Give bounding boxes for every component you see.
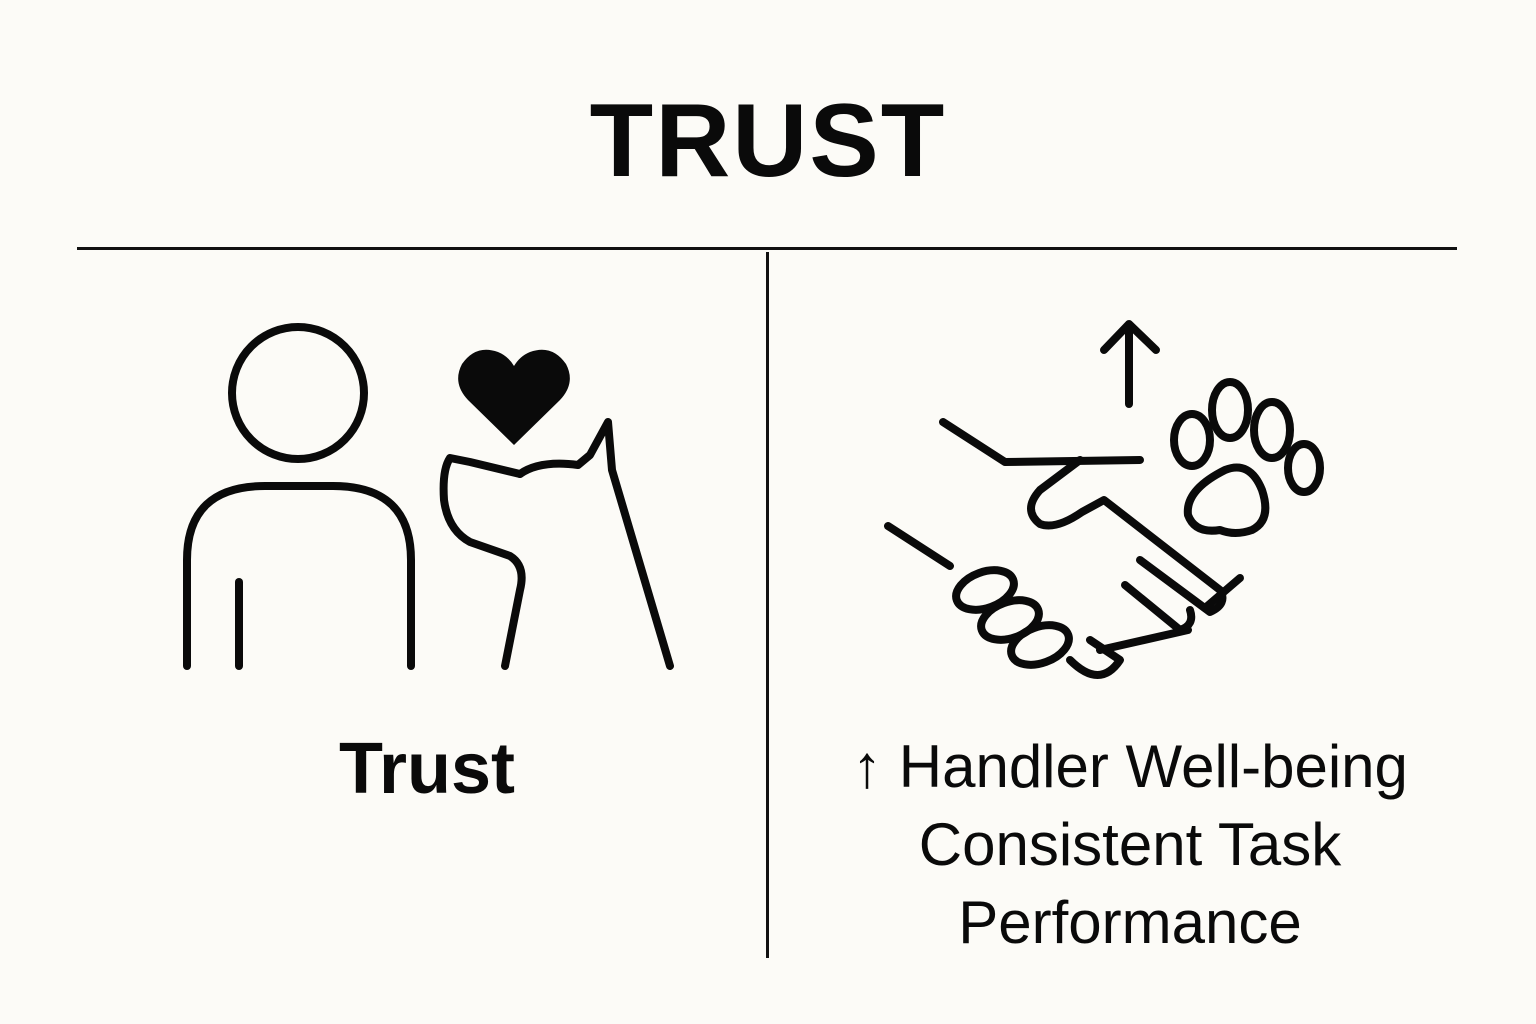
- paw-icon: [1170, 378, 1324, 537]
- outcomes-text: ↑ Handler Well-being Consistent Task Per…: [790, 728, 1470, 962]
- outcome-line-2: Consistent Task: [918, 811, 1342, 878]
- horizontal-divider: [77, 247, 1457, 250]
- outcome-line-3: Performance: [958, 889, 1302, 956]
- vertical-divider: [766, 252, 769, 958]
- outcome-line-1: ↑ Handler Well-being: [852, 733, 1408, 800]
- person-icon: [183, 323, 415, 670]
- page-title: TRUST: [589, 83, 947, 199]
- handshake-icon: [884, 418, 1244, 679]
- up-arrow-icon: [1100, 320, 1160, 408]
- heart-icon: [458, 349, 570, 445]
- dog-icon: [439, 418, 674, 670]
- trust-label: Trust: [338, 729, 516, 809]
